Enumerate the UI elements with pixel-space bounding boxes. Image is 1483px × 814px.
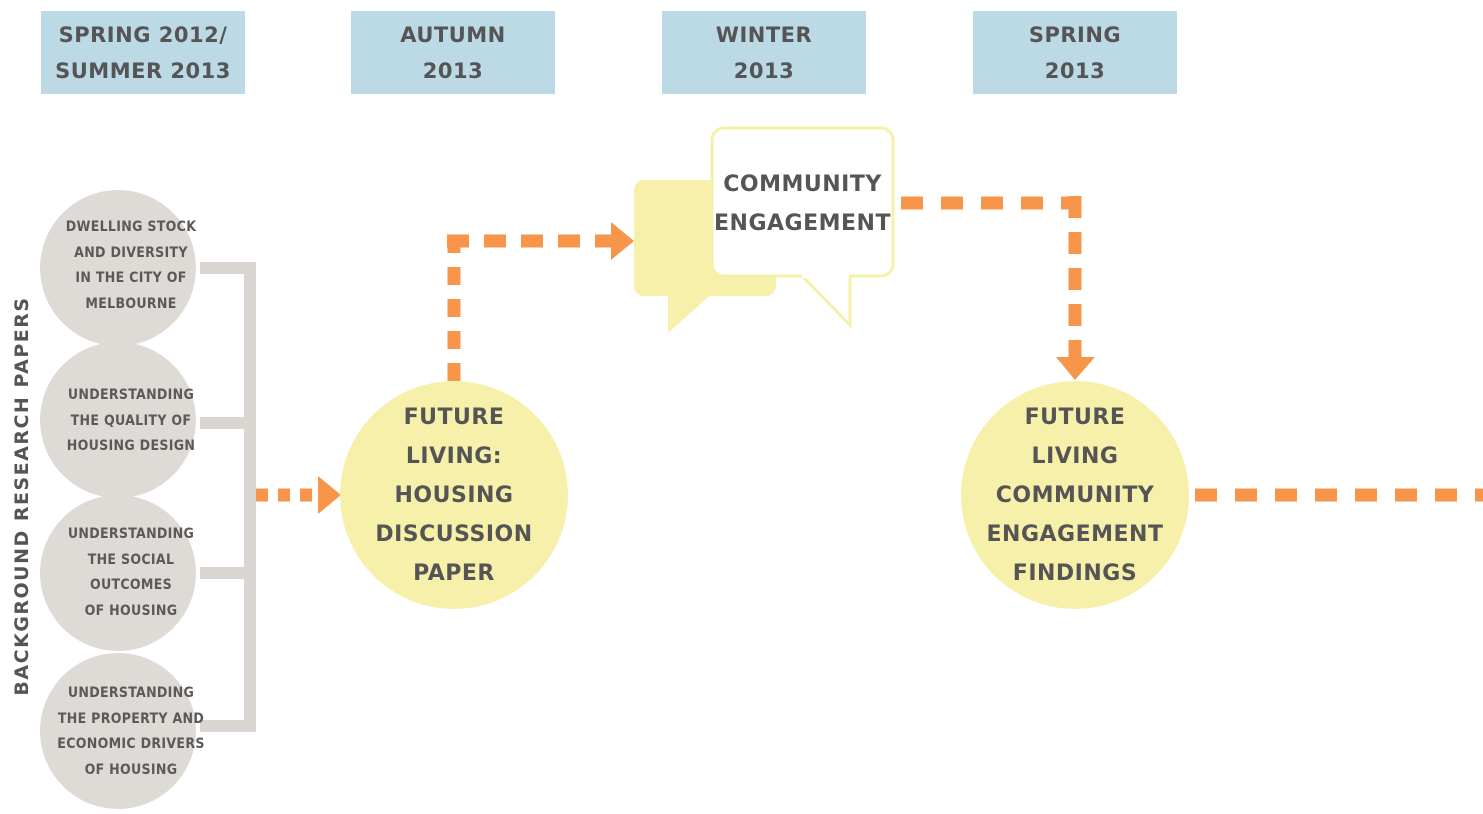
paper-label-line: HOUSING DESIGN: [66, 438, 196, 454]
findings-line: FINDINGS: [1012, 561, 1138, 586]
season-line1: SPRING: [1028, 22, 1122, 47]
paper-label-line: UNDERSTANDING: [67, 685, 195, 701]
season-line1: SPRING 2012/: [58, 22, 228, 47]
paper-label-line: THE SOCIAL: [87, 551, 175, 568]
findings-label: FUTURE LIVING COMMUNITY ENGAGEMENT FINDI…: [970, 398, 1180, 593]
paper-label-social-outcomes: UNDERSTANDING THE SOCIAL OUTCOMES OF HOU…: [56, 522, 206, 624]
arrow-papers-to-discussion: [256, 476, 341, 514]
paper-circle-economic-drivers: [40, 653, 196, 809]
season-line2: 2013: [733, 58, 795, 83]
paper-label-dwelling-stock: DWELLING STOCK AND DIVERSITY IN THE CITY…: [56, 215, 206, 317]
season-box-spring-summer: SPRING 2012/ SUMMER 2013: [41, 11, 245, 94]
community-engagement-line: ENGAGEMENT: [714, 211, 891, 236]
paper-label-line: THE PROPERTY AND: [57, 710, 205, 727]
paper-label-line: OF HOUSING: [84, 761, 178, 778]
background-research-label: BACKGROUND RESEARCH PAPERS: [11, 296, 33, 696]
season-box-winter: WINTER 2013: [662, 11, 866, 94]
season-line1: AUTUMN: [400, 22, 506, 47]
community-engagement-line: COMMUNITY: [723, 172, 882, 197]
paper-label-line: MELBOURNE: [85, 295, 177, 312]
discussion-paper-line: PAPER: [413, 561, 495, 586]
papers-bracket: [200, 262, 256, 732]
discussion-paper-line: FUTURE: [403, 405, 505, 430]
season-line2: 2013: [422, 58, 484, 83]
discussion-paper-circle: [340, 381, 568, 609]
paper-label-line: AND DIVERSITY: [74, 244, 188, 261]
paper-label-line: IN THE CITY OF: [75, 270, 187, 286]
findings-line: ENGAGEMENT: [986, 522, 1164, 547]
paper-label-line: OF HOUSING: [84, 602, 178, 619]
findings-circle: [961, 381, 1189, 609]
discussion-paper-line: LIVING:: [405, 444, 503, 469]
findings-line: FUTURE: [1024, 405, 1126, 430]
findings-line: LIVING: [1031, 444, 1119, 469]
season-line1: WINTER: [715, 22, 813, 47]
arrow-engagement-to-findings: [901, 196, 1095, 380]
findings-line: COMMUNITY: [995, 483, 1155, 508]
season-box-spring: SPRING 2013: [973, 11, 1177, 94]
discussion-paper-line: DISCUSSION: [375, 522, 533, 547]
paper-label-line: OUTCOMES: [89, 577, 173, 593]
paper-label-line: THE QUALITY OF: [70, 412, 192, 429]
season-box-autumn: AUTUMN 2013: [351, 11, 555, 94]
paper-label-line: UNDERSTANDING: [67, 387, 195, 403]
discussion-paper-label: FUTURE LIVING: HOUSING DISCUSSION PAPER: [354, 398, 554, 593]
paper-circle-social-outcomes: [40, 495, 196, 651]
engagement-speech-bubbles: [634, 126, 895, 333]
season-line2: SUMMER 2013: [55, 58, 231, 83]
paper-label-economic-drivers: UNDERSTANDING THE PROPERTY AND ECONOMIC …: [56, 681, 206, 783]
discussion-paper-line: HOUSING: [394, 483, 514, 508]
season-line2: 2013: [1044, 58, 1106, 83]
paper-label-line: UNDERSTANDING: [67, 526, 195, 542]
paper-label-housing-design: UNDERSTANDING THE QUALITY OF HOUSING DES…: [56, 383, 206, 460]
paper-label-line: DWELLING STOCK: [65, 219, 197, 235]
community-engagement-label: COMMUNITY ENGAGEMENT: [712, 165, 893, 243]
paper-circle-housing-design: [40, 342, 196, 498]
arrow-discussion-to-engagement: [447, 222, 634, 381]
paper-circle-dwelling-stock: [40, 190, 196, 346]
paper-label-line: ECONOMIC DRIVERS: [57, 736, 205, 752]
